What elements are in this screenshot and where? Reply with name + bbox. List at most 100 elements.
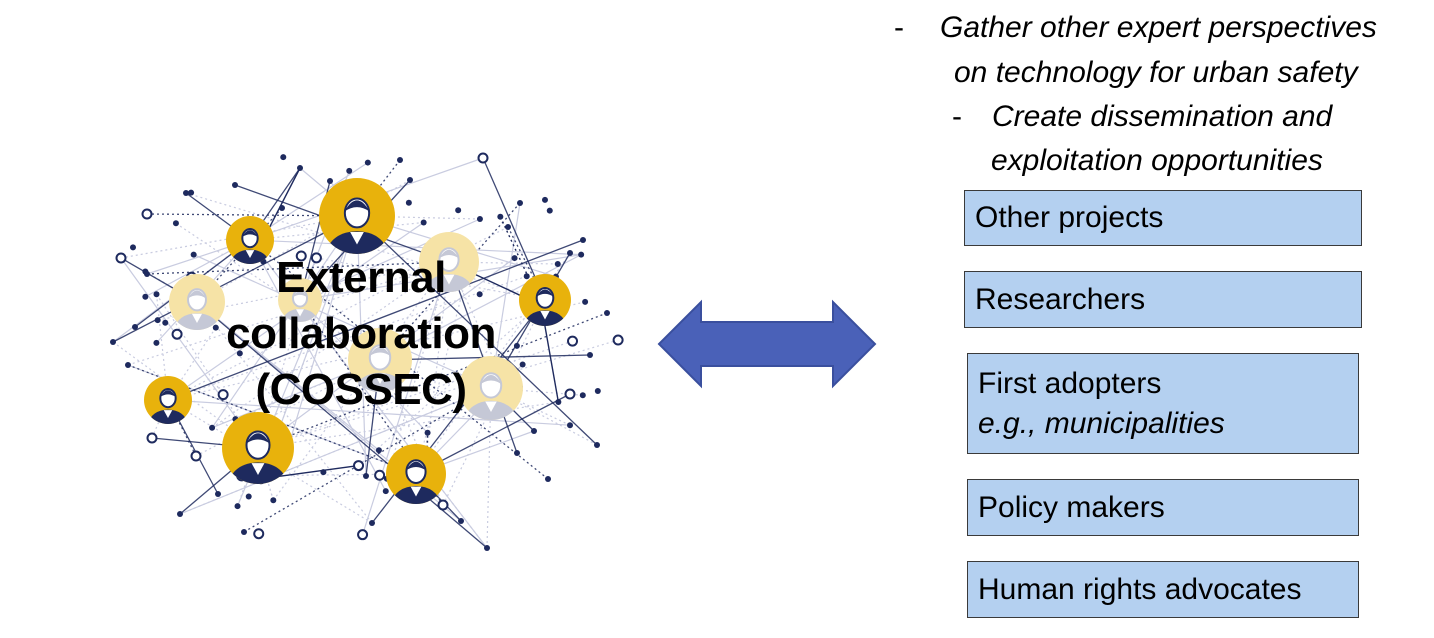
- faint-link: [127, 261, 450, 366]
- network-node: [424, 429, 431, 436]
- network-link: [426, 432, 429, 453]
- faint-link: [249, 239, 387, 492]
- faint-link: [196, 301, 373, 524]
- network-node: [505, 224, 511, 230]
- person-avatar-icon: [419, 232, 479, 292]
- stakeholder-label: Researchers: [975, 282, 1146, 316]
- center-label-line2: collaboration: [226, 309, 496, 358]
- network-node: [141, 208, 153, 220]
- faint-link: [358, 299, 546, 467]
- network-node: [594, 388, 601, 395]
- stakeholder-sublabel: e.g., municipalities: [978, 406, 1225, 440]
- person-avatar-icon: [348, 328, 412, 392]
- network-node: [132, 324, 138, 330]
- network-node: [241, 529, 247, 535]
- network-node: [236, 350, 243, 357]
- person-avatar-icon: [278, 278, 322, 322]
- network-node: [162, 319, 169, 326]
- network-node: [555, 398, 562, 405]
- network-node: [476, 291, 483, 298]
- faint-link: [175, 222, 381, 361]
- network-node: [582, 298, 589, 305]
- network-node: [125, 362, 131, 368]
- network-node: [146, 432, 158, 444]
- network-node: [353, 460, 365, 472]
- network-node: [190, 450, 202, 462]
- network-node: [587, 352, 593, 358]
- network-node: [153, 339, 160, 346]
- bullet-marker: -: [952, 100, 962, 133]
- network-node: [215, 491, 221, 497]
- network-node: [295, 250, 307, 262]
- network-node: [476, 216, 483, 223]
- network-node: [397, 157, 403, 163]
- network-node: [554, 261, 561, 268]
- network-link: [167, 239, 584, 401]
- network-node: [545, 476, 551, 482]
- network-node: [183, 190, 189, 196]
- center-label: External collaboration (COSSEC): [196, 250, 526, 418]
- center-label-line3: (COSSEC): [255, 365, 467, 414]
- center-label-line1: External: [276, 253, 446, 302]
- network-node: [364, 159, 371, 166]
- network-node: [327, 178, 333, 184]
- network-node: [594, 442, 600, 448]
- faint-link: [167, 275, 527, 401]
- stakeholder-label: Policy makers: [978, 490, 1165, 524]
- network-node: [171, 328, 183, 340]
- network-node: [514, 450, 520, 456]
- network-node: [511, 255, 518, 262]
- stakeholder-label: First adopters: [978, 366, 1162, 400]
- network-node: [455, 207, 462, 214]
- network-node: [253, 528, 265, 540]
- network-node: [382, 488, 389, 495]
- network-link: [167, 399, 197, 457]
- faint-link: [167, 226, 509, 401]
- network-node: [604, 310, 610, 316]
- stakeholder-box-other-projects: Other projects: [964, 190, 1362, 246]
- person-avatar-icon: [144, 376, 192, 424]
- network-link: [257, 312, 608, 449]
- person-avatar-icon: [169, 274, 225, 330]
- network-node: [232, 182, 238, 188]
- network-avatars: [144, 178, 571, 504]
- stakeholder-box-policy-makers: Policy makers: [967, 479, 1359, 536]
- network-node: [363, 473, 369, 479]
- faint-link: [486, 387, 492, 549]
- faint-link: [179, 387, 492, 515]
- network-link: [356, 215, 598, 446]
- person-avatar-icon: [386, 444, 446, 504]
- network-node: [209, 424, 216, 431]
- faint-link: [272, 261, 450, 501]
- people-network-icon: [110, 152, 624, 551]
- double-headed-arrow-icon: [657, 299, 877, 389]
- faint-link: [249, 221, 424, 241]
- network-node: [567, 250, 573, 256]
- faint-link: [211, 261, 450, 429]
- bullet-1-line1: Gather other expert perspectives: [940, 11, 1377, 44]
- person-avatar-icon: [459, 356, 523, 420]
- network-node: [523, 273, 530, 280]
- network-node: [234, 503, 241, 510]
- person-avatar-icon: [519, 274, 571, 326]
- person-avatar-icon: [226, 216, 274, 264]
- faint-link: [155, 293, 259, 449]
- faint-link: [257, 340, 573, 449]
- network-node: [541, 196, 548, 203]
- network-node: [279, 205, 285, 211]
- network-node: [612, 334, 624, 346]
- faint-link: [211, 215, 358, 429]
- faint-link: [167, 301, 586, 401]
- network-node: [578, 251, 585, 258]
- stakeholder-box-researchers: Researchers: [964, 271, 1362, 328]
- network-node: [580, 237, 586, 243]
- person-avatar-icon: [319, 178, 395, 254]
- network-node: [531, 428, 537, 434]
- bullet-marker: -: [894, 11, 904, 44]
- network-node: [564, 388, 576, 400]
- network-node: [310, 252, 322, 264]
- network-node: [567, 335, 579, 347]
- network-node: [497, 213, 504, 220]
- faint-link: [167, 399, 571, 426]
- bullet-1-line2: on technology for urban safety: [954, 56, 1358, 89]
